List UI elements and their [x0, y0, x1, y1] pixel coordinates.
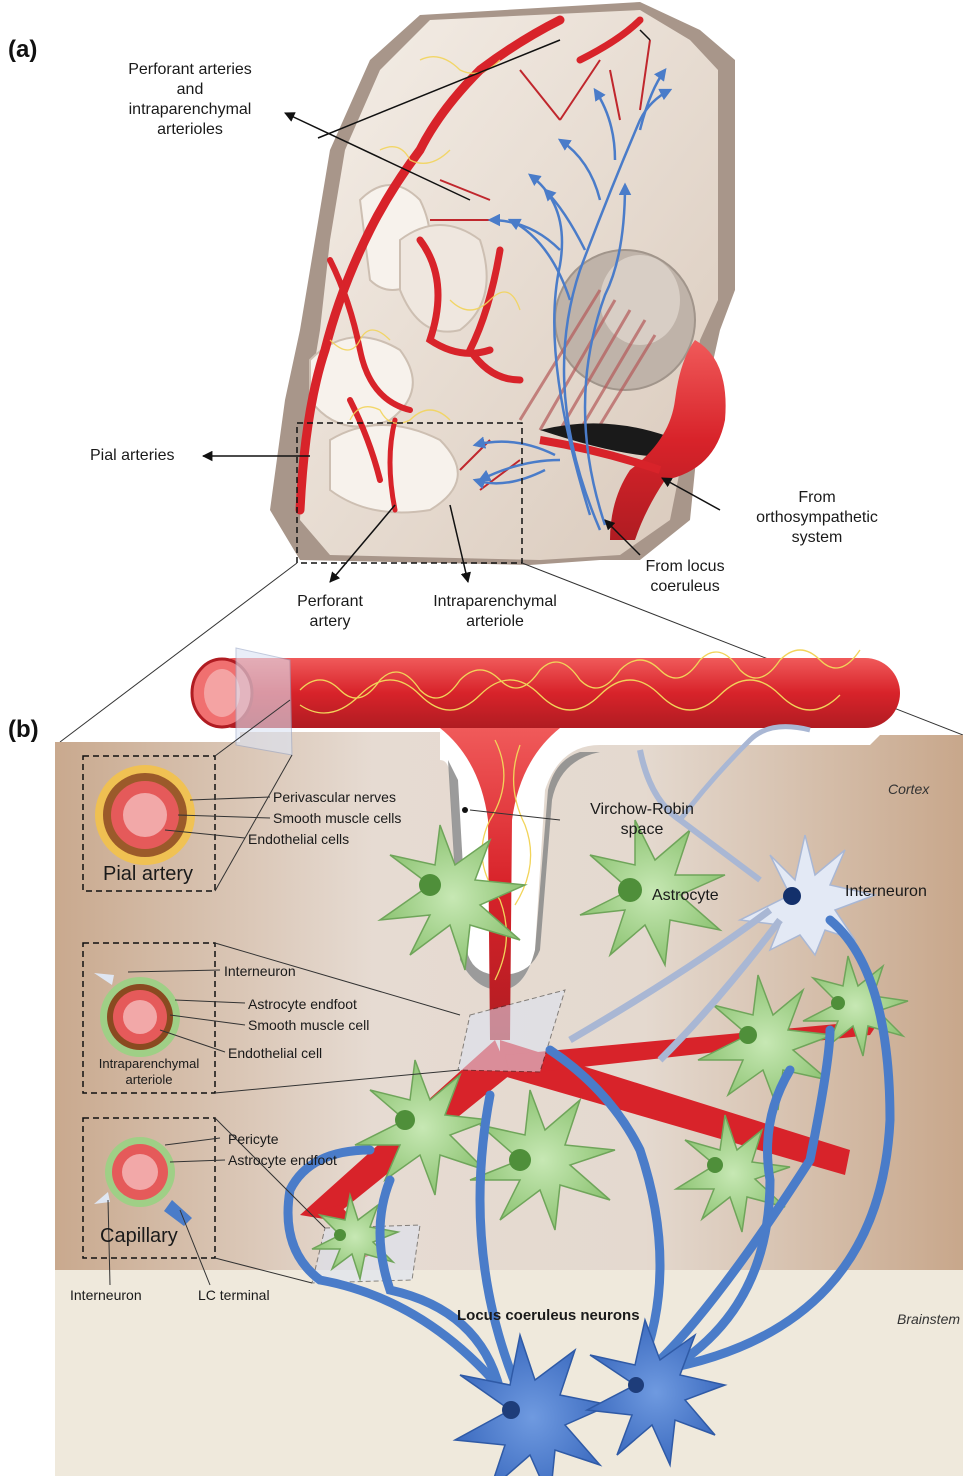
pial-artery-tube: [200, 658, 900, 728]
cortex-label: Cortex: [888, 779, 929, 799]
arteriole-inset-title: Intraparenchymal arteriole: [85, 1056, 213, 1088]
pial-item-1: Perivascular nerves: [273, 788, 396, 806]
pial-arteries-label: Pial arteries: [90, 446, 174, 466]
orthosympathetic-label: From orthosympathetic system: [712, 488, 922, 548]
perforant-arteries-label: Perforant arteries and intraparenchymal …: [95, 60, 285, 140]
arteriole-item-3: Smooth muscle cell: [248, 1016, 369, 1034]
arteriole-item-2: Astrocyte endfoot: [248, 995, 357, 1013]
perforant-artery-label: Perforant artery: [275, 592, 385, 632]
pial-item-3: Endothelial cells: [248, 830, 349, 848]
capillary-inset-title: Capillary: [100, 1226, 178, 1246]
virchow-robin-label: Virchow-Robin space: [568, 800, 716, 840]
arteriole-item-4: Endothelial cell: [228, 1044, 322, 1062]
capillary-interneuron-label: Interneuron: [70, 1286, 142, 1304]
pial-item-2: Smooth muscle cells: [273, 809, 401, 827]
astrocyte-label: Astrocyte: [652, 886, 719, 906]
intraparenchymal-arteriole-label: Intraparenchymal arteriole: [405, 592, 585, 632]
panel-a-label: (a): [8, 36, 37, 64]
capillary-item-2: Astrocyte endfoot: [228, 1151, 337, 1169]
from-locus-label: From locus coeruleus: [625, 557, 745, 597]
panel-b-label: (b): [8, 716, 39, 744]
capillary-item-1: Pericyte: [228, 1130, 279, 1148]
capillary-lc-terminal-label: LC terminal: [198, 1286, 270, 1304]
brainstem-label: Brainstem: [897, 1309, 963, 1329]
locus-neurons-label: Locus coeruleus neurons: [457, 1306, 640, 1326]
arteriole-item-1: Interneuron: [224, 962, 296, 980]
interneuron-label: Interneuron: [845, 882, 927, 902]
pial-inset-title: Pial artery: [103, 864, 193, 884]
